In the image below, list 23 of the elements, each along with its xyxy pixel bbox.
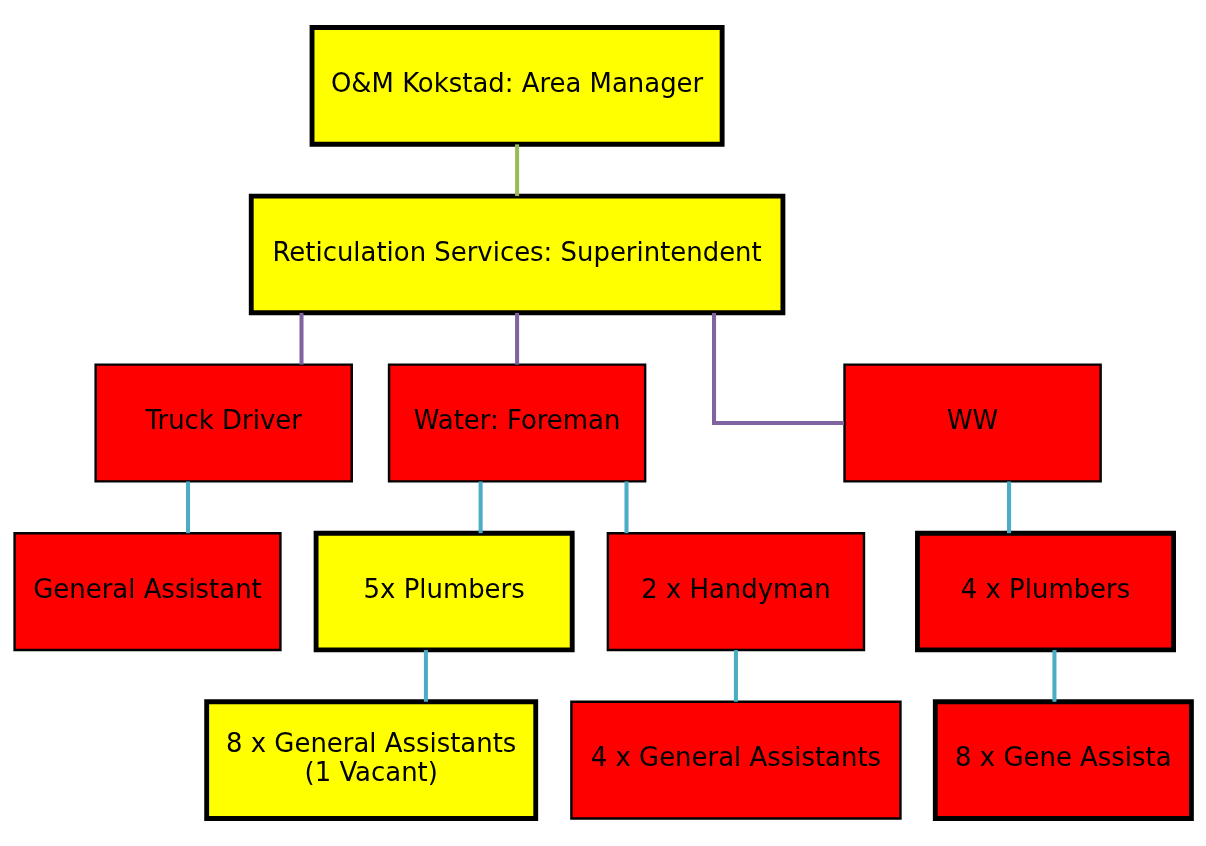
node-box: 5x Plumbers xyxy=(313,530,575,653)
node-box: 8 x General Assistants (1 Vacant) xyxy=(204,699,539,821)
connector xyxy=(299,312,304,365)
node-box: 2 x Handyman xyxy=(606,532,866,652)
connector xyxy=(712,312,845,426)
connector xyxy=(733,650,738,702)
connector xyxy=(1052,650,1057,702)
connector xyxy=(478,481,483,534)
connector xyxy=(1007,481,1012,534)
node-box: O&M Kokstad: Area Manager xyxy=(309,25,725,147)
node-box: Truck Driver xyxy=(94,363,353,483)
connector xyxy=(515,312,520,365)
connector xyxy=(186,481,191,534)
node-box: General Assistant xyxy=(13,532,282,652)
node-box: 4 x Plumbers xyxy=(915,530,1176,653)
node-box: 8 x Gene Assista xyxy=(932,699,1194,821)
connector xyxy=(423,650,428,702)
connector xyxy=(624,481,629,534)
node-box: WW xyxy=(843,363,1102,483)
connector xyxy=(515,144,520,197)
node-box: Reticulation Services: Superintendent xyxy=(248,193,786,316)
node-box: 4 x General Assistants xyxy=(570,700,902,820)
node-box: Water: Foreman xyxy=(387,363,647,483)
